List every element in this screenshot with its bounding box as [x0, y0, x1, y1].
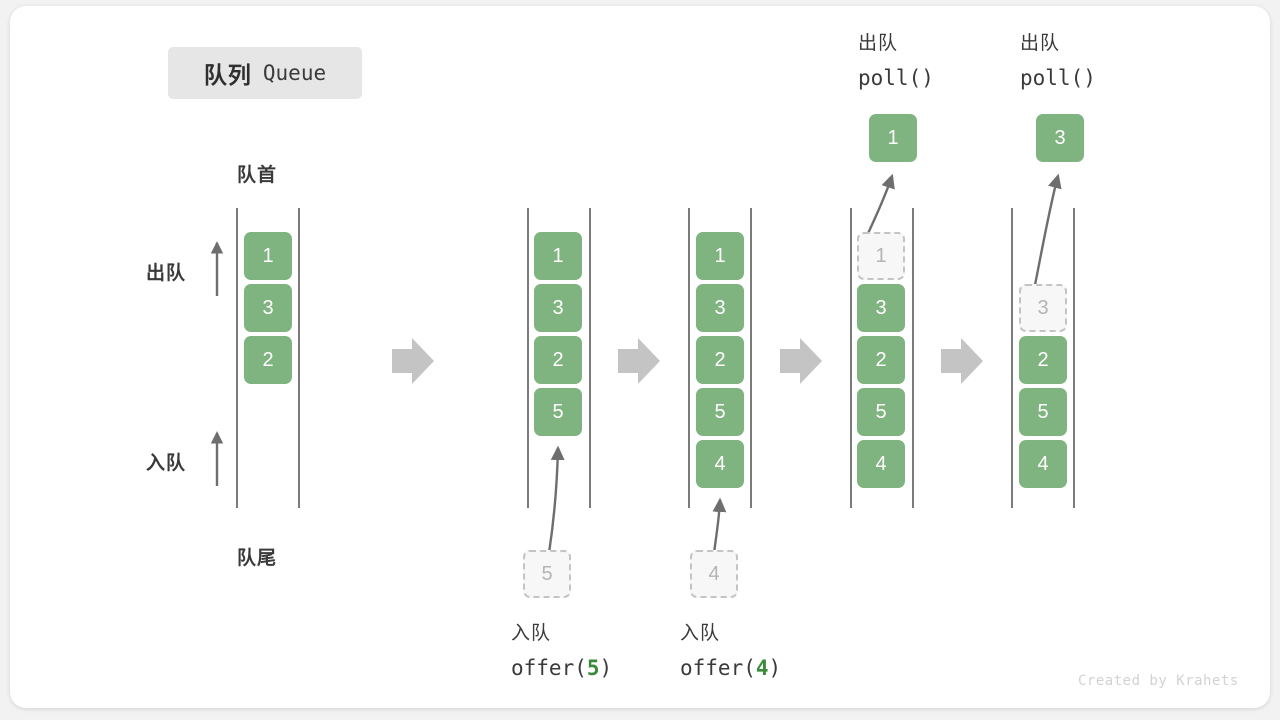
- operation-label-offer-5: 入队 offer(5): [511, 617, 612, 685]
- code-suffix: ): [599, 656, 613, 680]
- poll-1-arrow: [864, 173, 895, 239]
- operation-label-poll-3: 出队 poll(): [1020, 27, 1096, 95]
- operation-label-code: poll(): [858, 66, 934, 90]
- title-badge: 队列 Queue: [168, 47, 362, 99]
- incoming-ghost-cell: 5: [523, 550, 571, 598]
- operation-label-cn: 出队: [858, 33, 899, 54]
- queue-tail-label: 队尾: [237, 548, 278, 569]
- operation-label-offer-4: 入队 offer(4): [680, 617, 781, 685]
- title-en: Queue: [262, 61, 327, 85]
- popped-cell: 3: [1036, 114, 1084, 162]
- queue-cell: 2: [534, 336, 582, 384]
- step-arrow-1: [392, 338, 434, 384]
- enqueue-side-label: 入队: [146, 453, 187, 474]
- queue-cell: 5: [857, 388, 905, 436]
- queue-cell: 1: [244, 232, 292, 280]
- queue-cell: 2: [857, 336, 905, 384]
- popped-cell: 1: [869, 114, 917, 162]
- queue-head-label: 队首: [237, 165, 278, 186]
- queue-cell: 3: [244, 284, 292, 332]
- queue-cell: 2: [1019, 336, 1067, 384]
- queue-rails-step-4: [850, 208, 914, 508]
- queue-cell: 5: [1019, 388, 1067, 436]
- queue-rails-step-5: [1011, 208, 1075, 508]
- operation-label-cn: 入队: [511, 623, 552, 644]
- queue-cell-new: 4: [696, 440, 744, 488]
- queue-rails-step-1: [236, 208, 300, 508]
- code-value: 5: [586, 656, 600, 680]
- code-prefix: offer(: [511, 656, 587, 680]
- code-value: 4: [755, 656, 769, 680]
- offer-4-arrow: [712, 497, 727, 554]
- step-arrow-4: [941, 338, 983, 384]
- code-prefix: offer(: [680, 656, 756, 680]
- queue-cell: 4: [857, 440, 905, 488]
- code-suffix: ): [768, 656, 782, 680]
- queue-cell: 5: [696, 388, 744, 436]
- queue-cell-removed: 3: [1019, 284, 1067, 332]
- queue-cell: 3: [857, 284, 905, 332]
- operation-label-code: offer(4): [680, 651, 781, 685]
- step-arrow-2: [618, 338, 660, 384]
- queue-cell: 3: [534, 284, 582, 332]
- queue-cell-removed: 1: [857, 232, 905, 280]
- operation-label-code: offer(5): [511, 651, 612, 685]
- queue-cell: 1: [696, 232, 744, 280]
- queue-cell: 2: [244, 336, 292, 384]
- step-arrow-3: [780, 338, 822, 384]
- queue-rails-step-3: [688, 208, 752, 508]
- queue-cell: 3: [696, 284, 744, 332]
- title-cn: 队列: [203, 62, 252, 88]
- queue-cell: 1: [534, 232, 582, 280]
- queue-cell: 2: [696, 336, 744, 384]
- poll-3-arrow: [1032, 173, 1062, 291]
- operation-label-code: poll(): [1020, 66, 1096, 90]
- credit-text: Created by Krahets: [1078, 673, 1239, 689]
- queue-cell-new: 5: [534, 388, 582, 436]
- queue-cell: 4: [1019, 440, 1067, 488]
- operation-label-cn: 入队: [680, 623, 721, 644]
- operation-label-cn: 出队: [1020, 33, 1061, 54]
- dequeue-side-label: 出队: [146, 263, 187, 284]
- queue-rails-step-2: [527, 208, 591, 508]
- offer-5-arrow: [547, 445, 565, 554]
- operation-label-poll-1: 出队 poll(): [858, 27, 934, 95]
- incoming-ghost-cell: 4: [690, 550, 738, 598]
